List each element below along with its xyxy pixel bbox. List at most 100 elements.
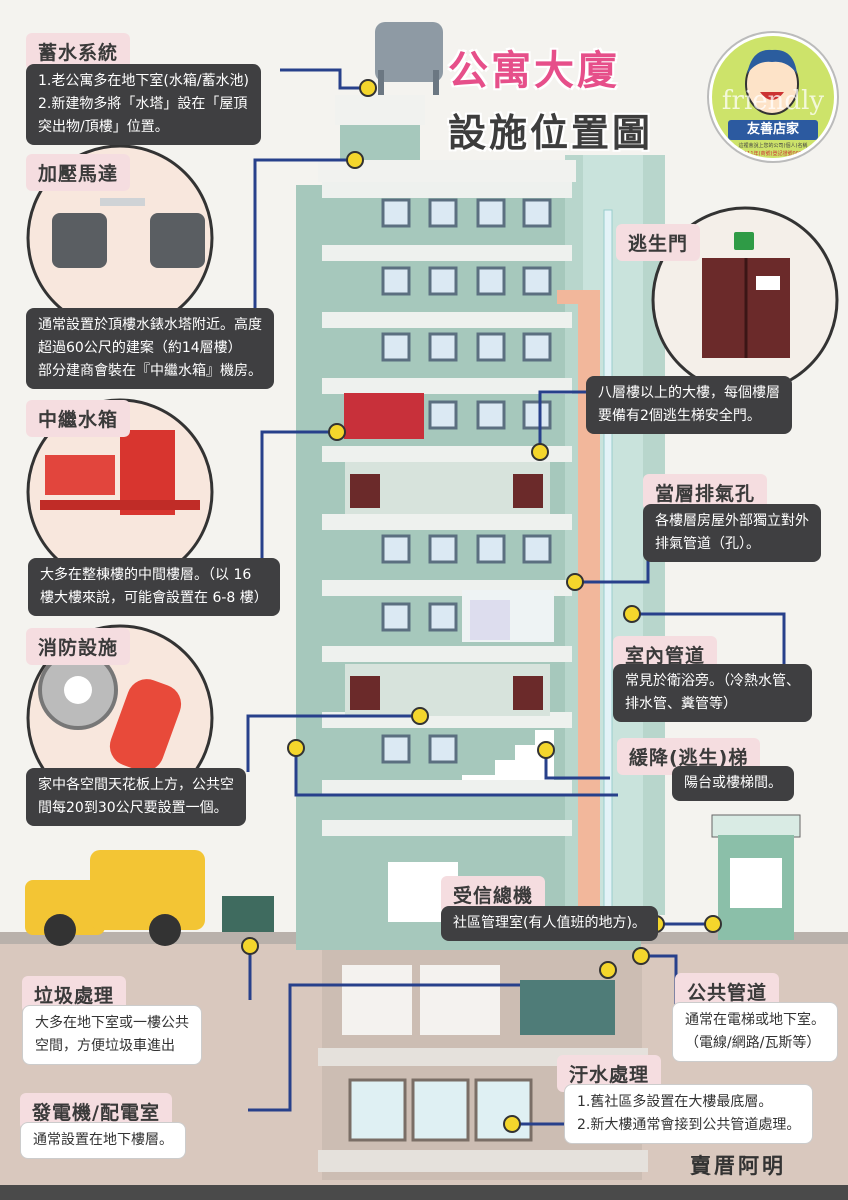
dot-garbage — [241, 937, 259, 955]
floor-slab — [322, 780, 572, 796]
dot-sewage — [503, 1115, 521, 1133]
box-vent: 各樓層房屋外部獨立對外 排氣管道（孔）。 — [643, 504, 821, 562]
box-pipe-line-2: 排水管、糞管等） — [625, 696, 737, 712]
box-water: 1.老公寓多在地下室(水箱/蓄水池) 2.新建物多將「水塔」設在「屋頂 突出物/… — [26, 64, 261, 145]
relay-tank-room — [344, 393, 424, 439]
floor-slab — [322, 514, 572, 530]
window — [428, 400, 458, 430]
box-gen: 通常設置在地下樓層。 — [20, 1122, 186, 1159]
box-exit: 八層樓以上的大樓，每個樓層 要備有2個逃生梯安全門。 — [586, 376, 792, 434]
guard-booth — [711, 814, 801, 940]
dot-gen — [599, 961, 617, 979]
window — [381, 534, 411, 564]
label-relay: 中繼水箱 — [26, 400, 131, 437]
badge-small-2: 111年(商號)登記證號000 — [744, 151, 802, 157]
line-pump — [253, 158, 355, 308]
window — [381, 332, 411, 362]
box-slide: 陽台或樓梯間。 — [672, 766, 794, 801]
circle-pump — [26, 144, 214, 332]
box-pump-line-3: 部分建商會裝在『中繼水箱』機房。 — [38, 363, 262, 379]
window — [476, 266, 506, 296]
dot-slide-2 — [287, 739, 305, 757]
window — [522, 332, 552, 362]
window — [428, 734, 458, 764]
floor-slab — [322, 182, 572, 198]
exit-door-right-1 — [513, 474, 543, 508]
box-public-line-2: （電線/網路/瓦斯等） — [685, 1035, 821, 1051]
box-vent-line-1: 各樓層房屋外部獨立對外 — [655, 513, 809, 529]
floor-slab — [322, 378, 572, 394]
windows — [381, 198, 552, 764]
box-garbage-line-2: 空間，方便垃圾車進出 — [35, 1038, 175, 1054]
box-sewage-line-1: 1.舊社區多設置在大樓最底層。 — [577, 1094, 773, 1110]
floor-slab — [322, 446, 572, 462]
label-water: 蓄水系統 — [26, 33, 131, 70]
box-relay-line-1: 大多在整棟樓的中間樓層。（以 16 — [40, 567, 252, 583]
dot-booth — [704, 915, 722, 933]
dot-slide — [537, 741, 555, 759]
window — [381, 266, 411, 296]
signature: 賣厝阿明 — [690, 1154, 786, 1178]
friendly-store-badge: friendly 友善店家 這裡會說上您的公司(個人)名稱 111年(商號)登記… — [709, 33, 837, 161]
badge-small-1: 這裡會說上您的公司(個人)名稱 — [738, 143, 808, 149]
water-pipe — [603, 209, 613, 931]
bathroom-tiles — [470, 600, 510, 640]
connector-lines — [246, 68, 786, 1126]
indoor-pipe-top — [557, 290, 600, 304]
window — [476, 332, 506, 362]
exit-door-left-2 — [350, 676, 380, 710]
box-pipe: 常見於衛浴旁。（冷熱水管、 排水管、糞管等） — [613, 664, 812, 722]
window — [381, 734, 411, 764]
window — [522, 266, 552, 296]
stairs — [462, 730, 554, 780]
line-water — [280, 68, 368, 90]
dot-pipe — [623, 605, 641, 623]
garbage-bin — [222, 896, 274, 932]
window — [428, 534, 458, 564]
box-fire-line-2: 間每20到30公尺要設置一個。 — [38, 800, 228, 816]
circle-relay — [26, 398, 214, 586]
dot-exit — [531, 443, 549, 461]
box-garbage-line-1: 大多在地下室或一樓公共 — [35, 1015, 189, 1031]
avatar-face-icon — [745, 49, 799, 115]
line-slide-2 — [294, 748, 618, 797]
label-exit: 逃生門 — [616, 224, 701, 261]
box-relay-line-2: 樓大樓來說，可能會設置在 6-8 樓） — [40, 590, 268, 606]
box-exit-line-1: 八層樓以上的大樓，每個樓層 — [598, 385, 780, 401]
window — [428, 266, 458, 296]
window — [476, 400, 506, 430]
line-gen — [248, 983, 520, 1112]
box-garbage: 大多在地下室或一樓公共 空間，方便垃圾車進出 — [22, 1005, 202, 1065]
dot-fire — [411, 707, 429, 725]
line-slide — [544, 750, 610, 780]
window — [428, 332, 458, 362]
label-fire: 消防設施 — [26, 628, 131, 665]
dot-water — [359, 79, 377, 97]
window — [476, 198, 506, 228]
window — [381, 602, 411, 632]
box-gen-line-1: 通常設置在地下樓層。 — [33, 1132, 173, 1148]
floor-slab — [322, 820, 572, 836]
floor-slab — [322, 245, 572, 261]
box-public-line-1: 通常在電梯或地下室。 — [685, 1012, 825, 1028]
box-water-line-1: 1.老公寓多在地下室(水箱/蓄水池) — [38, 73, 249, 89]
box-pump: 通常設置於頂樓水錶水塔附近。高度 超過60公尺的建案（約14層樓） 部分建商會裝… — [26, 308, 274, 389]
window — [381, 198, 411, 228]
window — [522, 534, 552, 564]
label-pump: 加壓馬達 — [26, 154, 131, 191]
box-water-line-3: 突出物/頂樓」位置。 — [38, 119, 169, 135]
box-pump-line-1: 通常設置於頂樓水錶水塔附近。高度 — [38, 317, 262, 333]
box-fire: 家中各空間天花板上方，公共空 間每20到30公尺要設置一個。 — [26, 768, 246, 826]
box-receiver-line-1: 社區管理室(有人值班的地方)。 — [453, 915, 646, 931]
indoor-pipe-vertical — [578, 290, 600, 930]
floor-slab — [322, 312, 572, 328]
dot-vent — [566, 573, 584, 591]
badge-name: 友善店家 — [728, 120, 818, 140]
box-receiver: 社區管理室(有人值班的地方)。 — [441, 906, 658, 941]
window — [522, 198, 552, 228]
box-pump-line-2: 超過60公尺的建案（約14層樓） — [38, 340, 242, 356]
window — [476, 534, 506, 564]
box-fire-line-1: 家中各空間天花板上方，公共空 — [38, 777, 234, 793]
window — [428, 198, 458, 228]
bottom-strip — [0, 1185, 848, 1200]
